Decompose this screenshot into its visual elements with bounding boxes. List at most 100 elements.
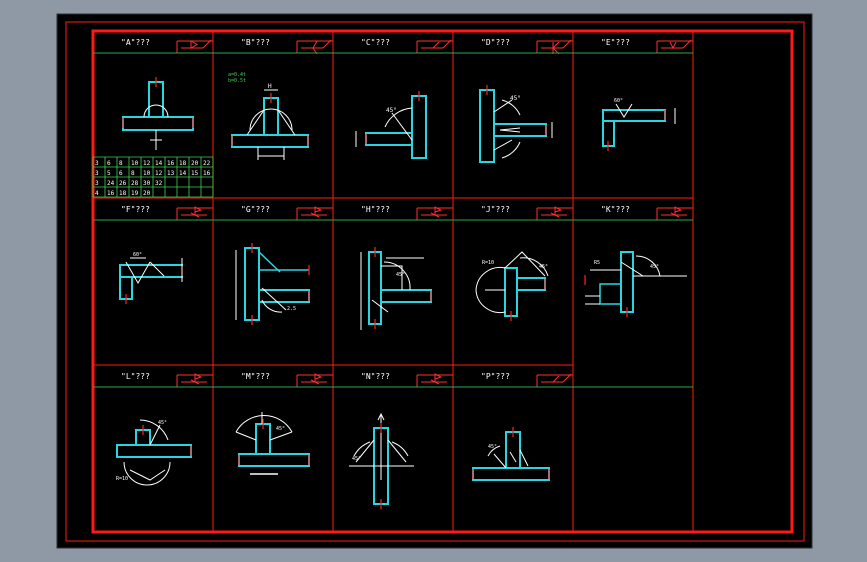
angle-label: 45° xyxy=(539,264,548,270)
fillet-flag-icon xyxy=(181,39,212,49)
panel-title: "C"??? xyxy=(361,38,390,47)
table-cell: 18 xyxy=(179,160,187,167)
table-cell: 15 xyxy=(191,170,199,177)
table-cell: 28 xyxy=(131,180,139,187)
angle-label: 45° xyxy=(510,95,521,102)
detail-n: 45° xyxy=(349,412,414,509)
table-cell: 20 xyxy=(191,160,199,167)
angle-label: 60° xyxy=(614,98,623,104)
leader xyxy=(371,299,389,313)
detail-f: 60° xyxy=(119,252,183,304)
panel-title: "F"??? xyxy=(121,205,150,214)
panel-title: "J"??? xyxy=(481,205,510,214)
dim-label: H xyxy=(268,83,272,90)
detail-e: 60° xyxy=(602,98,676,151)
flag-weld-icon xyxy=(181,206,207,218)
table-cell: 14 xyxy=(155,160,163,167)
panel-title: "E"??? xyxy=(601,38,630,47)
stiffener xyxy=(258,251,309,273)
b-note: b=0.5t xyxy=(228,78,246,84)
table-cell: 3 xyxy=(95,170,99,177)
gap-label: 2.5 xyxy=(287,306,296,312)
angle-label: 45° xyxy=(158,420,167,426)
angle-label: 45° xyxy=(276,426,285,432)
v-groove xyxy=(615,103,633,118)
bevel-line xyxy=(590,255,687,277)
panel-title: "G"??? xyxy=(241,205,270,214)
table-cell: 4 xyxy=(95,190,99,197)
leader xyxy=(129,469,166,481)
angle-label: 45° xyxy=(386,107,397,114)
single-bevel-icon xyxy=(541,373,572,383)
table-cell: 16 xyxy=(167,160,175,167)
flag-weld-icon xyxy=(421,206,447,218)
angle-label: 45° xyxy=(352,456,361,462)
table-cell: 13 xyxy=(167,170,175,177)
detail-g: 2.5 xyxy=(235,243,310,325)
v-groove xyxy=(125,257,151,285)
flag-weld-icon xyxy=(421,373,447,385)
detail-a xyxy=(122,77,194,150)
radius-arc xyxy=(475,267,506,313)
table-cell: 26 xyxy=(119,180,127,187)
single-bevel-icon xyxy=(421,39,452,49)
k-groove-icon xyxy=(541,39,572,55)
table-cell: 8 xyxy=(131,170,135,177)
flag-weld-icon xyxy=(661,206,687,218)
single-bevel-icon xyxy=(421,39,452,49)
angle-label: 45° xyxy=(650,264,659,270)
panel-title: "N"??? xyxy=(361,372,390,381)
panel-title: "B"??? xyxy=(241,38,270,47)
panel-title: "M"??? xyxy=(241,372,270,381)
table-cell: 22 xyxy=(203,160,211,167)
angle-label: 45° xyxy=(396,272,405,278)
detail-h: 45° xyxy=(360,247,432,330)
radius-label: R=10 xyxy=(482,260,494,266)
flag-weld-icon xyxy=(301,206,327,218)
fillet-flag-icon xyxy=(181,39,212,49)
table-cell: 12 xyxy=(155,170,163,177)
detail-k: 45° R5 xyxy=(584,251,687,317)
flag-weld-icon xyxy=(421,373,447,385)
table-cell: 19 xyxy=(131,190,139,197)
table-cell: 6 xyxy=(107,160,111,167)
panel-grid xyxy=(93,31,693,532)
drawing-border-thick xyxy=(91,29,794,534)
bevel-line xyxy=(353,439,409,463)
table-cell: 10 xyxy=(131,160,139,167)
detail-c: 45° xyxy=(355,91,427,159)
bevel-line xyxy=(493,99,521,159)
radius-label: R=10 xyxy=(116,476,128,482)
weld-arc xyxy=(249,108,293,131)
flag-weld-icon xyxy=(181,373,207,385)
radius-label: R5 xyxy=(594,260,600,266)
detail-j: 45° R=10 xyxy=(475,251,549,321)
detail-d: 45° xyxy=(479,85,553,163)
flag-weld-icon xyxy=(181,373,207,385)
bevel-line xyxy=(139,419,169,446)
table-cell: 20 xyxy=(143,190,151,197)
detail-m: 45° xyxy=(235,412,310,475)
single-bevel-icon xyxy=(541,373,572,383)
weld-arrow xyxy=(499,127,521,133)
table-cell: 16 xyxy=(107,190,115,197)
detail-p: 45° xyxy=(472,427,550,481)
detail-l: 45° R=10 xyxy=(116,419,192,486)
v-groove-icon xyxy=(661,39,692,50)
bracket-outline xyxy=(381,261,411,291)
table-cell: 14 xyxy=(179,170,187,177)
bevel-line xyxy=(384,107,413,141)
model-space[interactable] xyxy=(56,13,813,549)
panel-title: "L"??? xyxy=(121,372,150,381)
double-v-icon xyxy=(301,39,332,55)
bevel-line xyxy=(504,251,549,277)
angle-label: 60° xyxy=(133,252,142,258)
table-cell: 16 xyxy=(203,170,211,177)
flag-weld-icon xyxy=(181,206,207,218)
table-cell: 8 xyxy=(119,160,123,167)
weld-arc xyxy=(143,104,169,118)
k-groove-icon xyxy=(541,39,572,55)
